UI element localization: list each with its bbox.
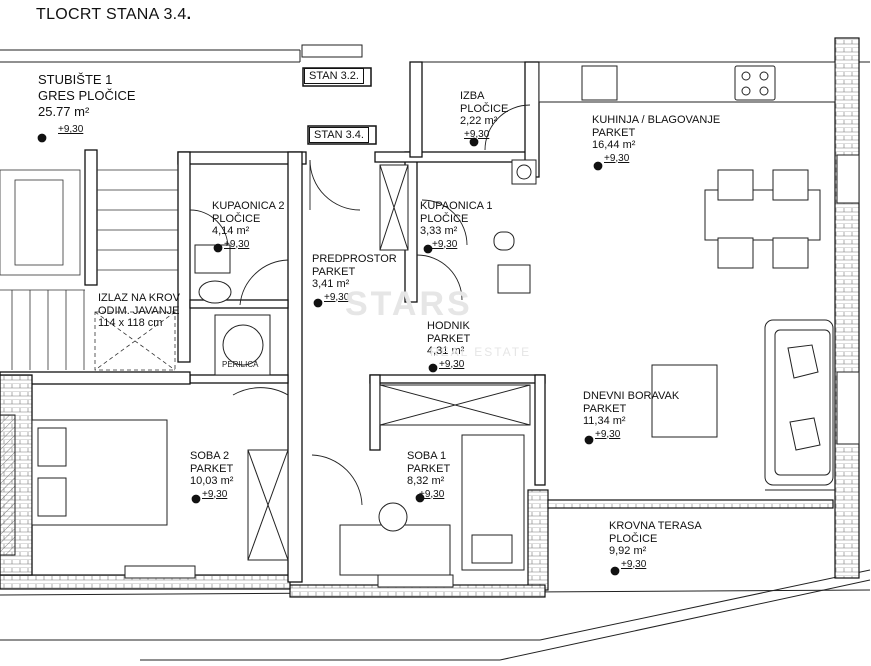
roof-exit-line1: IZLAZ NA KROV <box>98 292 180 304</box>
room-stubiste: STUBIŠTE 1 GRES PLOČICE 25.77 m² +9,30 <box>38 72 136 138</box>
room-floor: PLOČICE <box>212 212 261 225</box>
room-hodnik: HODNIK PARKET 4,31 m² +9,30 <box>427 320 470 371</box>
room-area: 4,31 m² <box>427 345 465 357</box>
room-name: STUBIŠTE 1 <box>38 72 113 87</box>
room-soba-1: SOBA 1 PARKET 8,32 m² +9,30 <box>407 450 450 501</box>
room-kupaonica-1: KUPAONICA 1 PLOČICE 3,33 m² +9,30 <box>420 200 493 251</box>
room-level: +9,30 <box>604 152 630 164</box>
room-name: SOBA 2 <box>190 450 230 462</box>
room-floor: PLOČICE <box>420 212 469 225</box>
room-name: KUPAONICA 2 <box>212 200 285 212</box>
room-area: 9,92 m² <box>609 545 647 557</box>
washer-label: PERILICA <box>222 360 259 369</box>
room-name: PREDPROSTOR <box>312 253 397 265</box>
room-area: 3,41 m² <box>312 278 350 290</box>
room-soba-2: SOBA 2 PARKET 10,03 m² +9,30 <box>190 450 233 501</box>
staircase <box>0 169 178 371</box>
room-level: +9,30 <box>419 488 445 500</box>
unit-label-3-2: STAN 3.2. <box>304 68 364 84</box>
room-kuhinja: KUHINJA / BLAGOVANJE PARKET 16,44 m² +9,… <box>592 114 720 165</box>
room-dnevni-boravak: DNEVNI BORAVAK PARKET 11,34 m² +9,30 <box>583 390 679 441</box>
room-floor: GRES PLOČICE <box>38 88 136 103</box>
doors <box>189 104 531 506</box>
windows <box>124 44 860 588</box>
room-area: 11,34 m² <box>583 415 626 427</box>
room-floor: PARKET <box>190 462 234 475</box>
dining-table <box>704 169 821 269</box>
bathroom-fixtures <box>194 159 537 376</box>
room-name: KUPAONICA 1 <box>420 200 493 212</box>
room-floor: PARKET <box>312 265 356 278</box>
unit-label-3-4: STAN 3.4. <box>309 127 369 143</box>
room-level: +9,30 <box>464 128 490 140</box>
level-markers <box>37 133 620 576</box>
room-area: 4,14 m² <box>212 225 250 237</box>
room-name: SOBA 1 <box>407 450 447 462</box>
room-area: 3,33 m² <box>420 225 458 237</box>
room-floor: PLOČICE <box>609 532 658 545</box>
room-level: +9,30 <box>439 358 465 370</box>
room-area: 2,22 m² <box>460 115 498 127</box>
living-room-furniture <box>651 319 835 491</box>
room-floor: PARKET <box>407 462 451 475</box>
room-name: HODNIK <box>427 320 470 332</box>
room-level: +9,30 <box>595 428 621 440</box>
room-name: KROVNA TERASA <box>609 520 702 532</box>
room-area: 25.77 m² <box>38 104 90 119</box>
room-name: DNEVNI BORAVAK <box>583 390 680 402</box>
room-area: 8,32 m² <box>407 475 445 487</box>
kitchen <box>538 61 836 103</box>
room-krovna-terasa: KROVNA TERASA PLOČICE 9,92 m² +9,30 <box>609 520 702 571</box>
interior-walls <box>0 61 546 583</box>
room-level: +9,30 <box>202 488 228 500</box>
watermark-logo: STARS <box>345 285 473 323</box>
room-floor: PARKET <box>592 126 636 139</box>
roof-exit-line2: ODIM. JAVANJE <box>98 304 180 317</box>
room-izba: IZBA PLOČICE 2,22 m² +9,30 <box>460 90 508 141</box>
room-area: 16,44 m² <box>592 139 636 151</box>
plan-title: TLOCRT STANA 3.4. <box>36 6 192 23</box>
room-name: IZBA <box>460 90 485 102</box>
roof-exit-line3: 114 x 118 cm <box>98 317 163 329</box>
room-level: +9,30 <box>621 558 647 570</box>
room-kupaonica-2: KUPAONICA 2 PLOČICE 4,14 m² +9,30 <box>212 200 285 251</box>
room-name: KUHINJA / BLAGOVANJE <box>592 114 721 126</box>
room-floor: PARKET <box>583 402 627 415</box>
roof-exit-label: IZLAZ NA KROV ODIM. JAVANJE 114 x 118 cm <box>98 292 180 330</box>
watermark-sub: REAL ESTATE <box>430 345 532 359</box>
room-level: +9,30 <box>224 238 250 250</box>
room-area: 10,03 m² <box>190 475 234 487</box>
room-level: +9,30 <box>58 124 84 135</box>
room-floor: PLOČICE <box>460 102 509 115</box>
room-predprostor: PREDPROSTOR PARKET 3,41 m² +9,30 <box>312 253 397 304</box>
room-level: +9,30 <box>432 238 458 250</box>
bedroom2-furniture <box>0 414 289 561</box>
room-level: +9,30 <box>324 291 350 303</box>
room-floor: PARKET <box>427 332 471 345</box>
bedroom1-furniture <box>339 384 531 576</box>
